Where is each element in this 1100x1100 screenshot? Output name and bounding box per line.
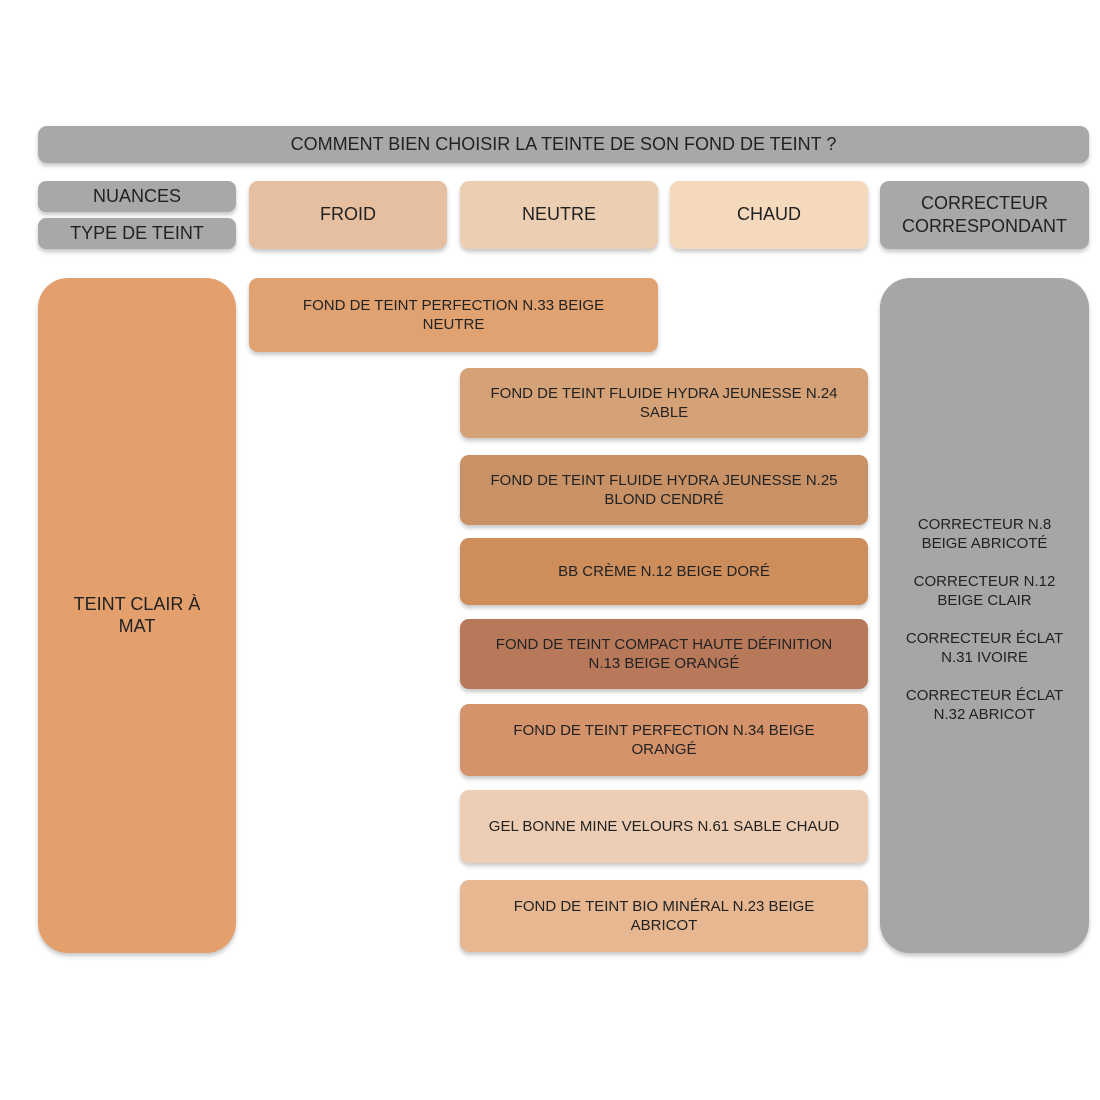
product-box: FOND DE TEINT PERFECTION N.34 BEIGE ORAN…	[460, 704, 868, 776]
product-box: GEL BONNE MINE VELOURS N.61 SABLE CHAUD	[460, 790, 868, 863]
product-box: FOND DE TEINT FLUIDE HYDRA JEUNESSE N.25…	[460, 455, 868, 525]
page-title: COMMENT BIEN CHOISIR LA TEINTE DE SON FO…	[38, 126, 1089, 163]
header-correcteur: CORRECTEUR CORRESPONDANT	[880, 181, 1089, 249]
corrector-item: CORRECTEUR N.8 BEIGE ABRICOTÉ	[917, 515, 1052, 553]
product-box: FOND DE TEINT PERFECTION N.33 BEIGE NEUT…	[249, 278, 658, 352]
header-nuances: NUANCES	[38, 181, 236, 212]
header-chaud: CHAUD	[670, 181, 868, 249]
corrector-item: CORRECTEUR N.12 BEIGE CLAIR	[913, 572, 1056, 610]
corrector-panel: CORRECTEUR N.8 BEIGE ABRICOTÉ CORRECTEUR…	[880, 278, 1089, 953]
product-box: FOND DE TEINT COMPACT HAUTE DÉFINITION N…	[460, 619, 868, 689]
header-froid: FROID	[249, 181, 447, 249]
row-label-teint: TEINT CLAIR À MAT	[38, 278, 236, 953]
corrector-item: CORRECTEUR ÉCLAT N.32 ABRICOT	[905, 686, 1064, 724]
corrector-item: CORRECTEUR ÉCLAT N.31 IVOIRE	[905, 629, 1064, 667]
product-box: FOND DE TEINT BIO MINÉRAL N.23 BEIGE ABR…	[460, 880, 868, 952]
product-box: FOND DE TEINT FLUIDE HYDRA JEUNESSE N.24…	[460, 368, 868, 438]
header-type-de-teint: TYPE DE TEINT	[38, 218, 236, 249]
header-neutre: NEUTRE	[460, 181, 658, 249]
product-box: BB CRÈME N.12 BEIGE DORÉ	[460, 538, 868, 605]
